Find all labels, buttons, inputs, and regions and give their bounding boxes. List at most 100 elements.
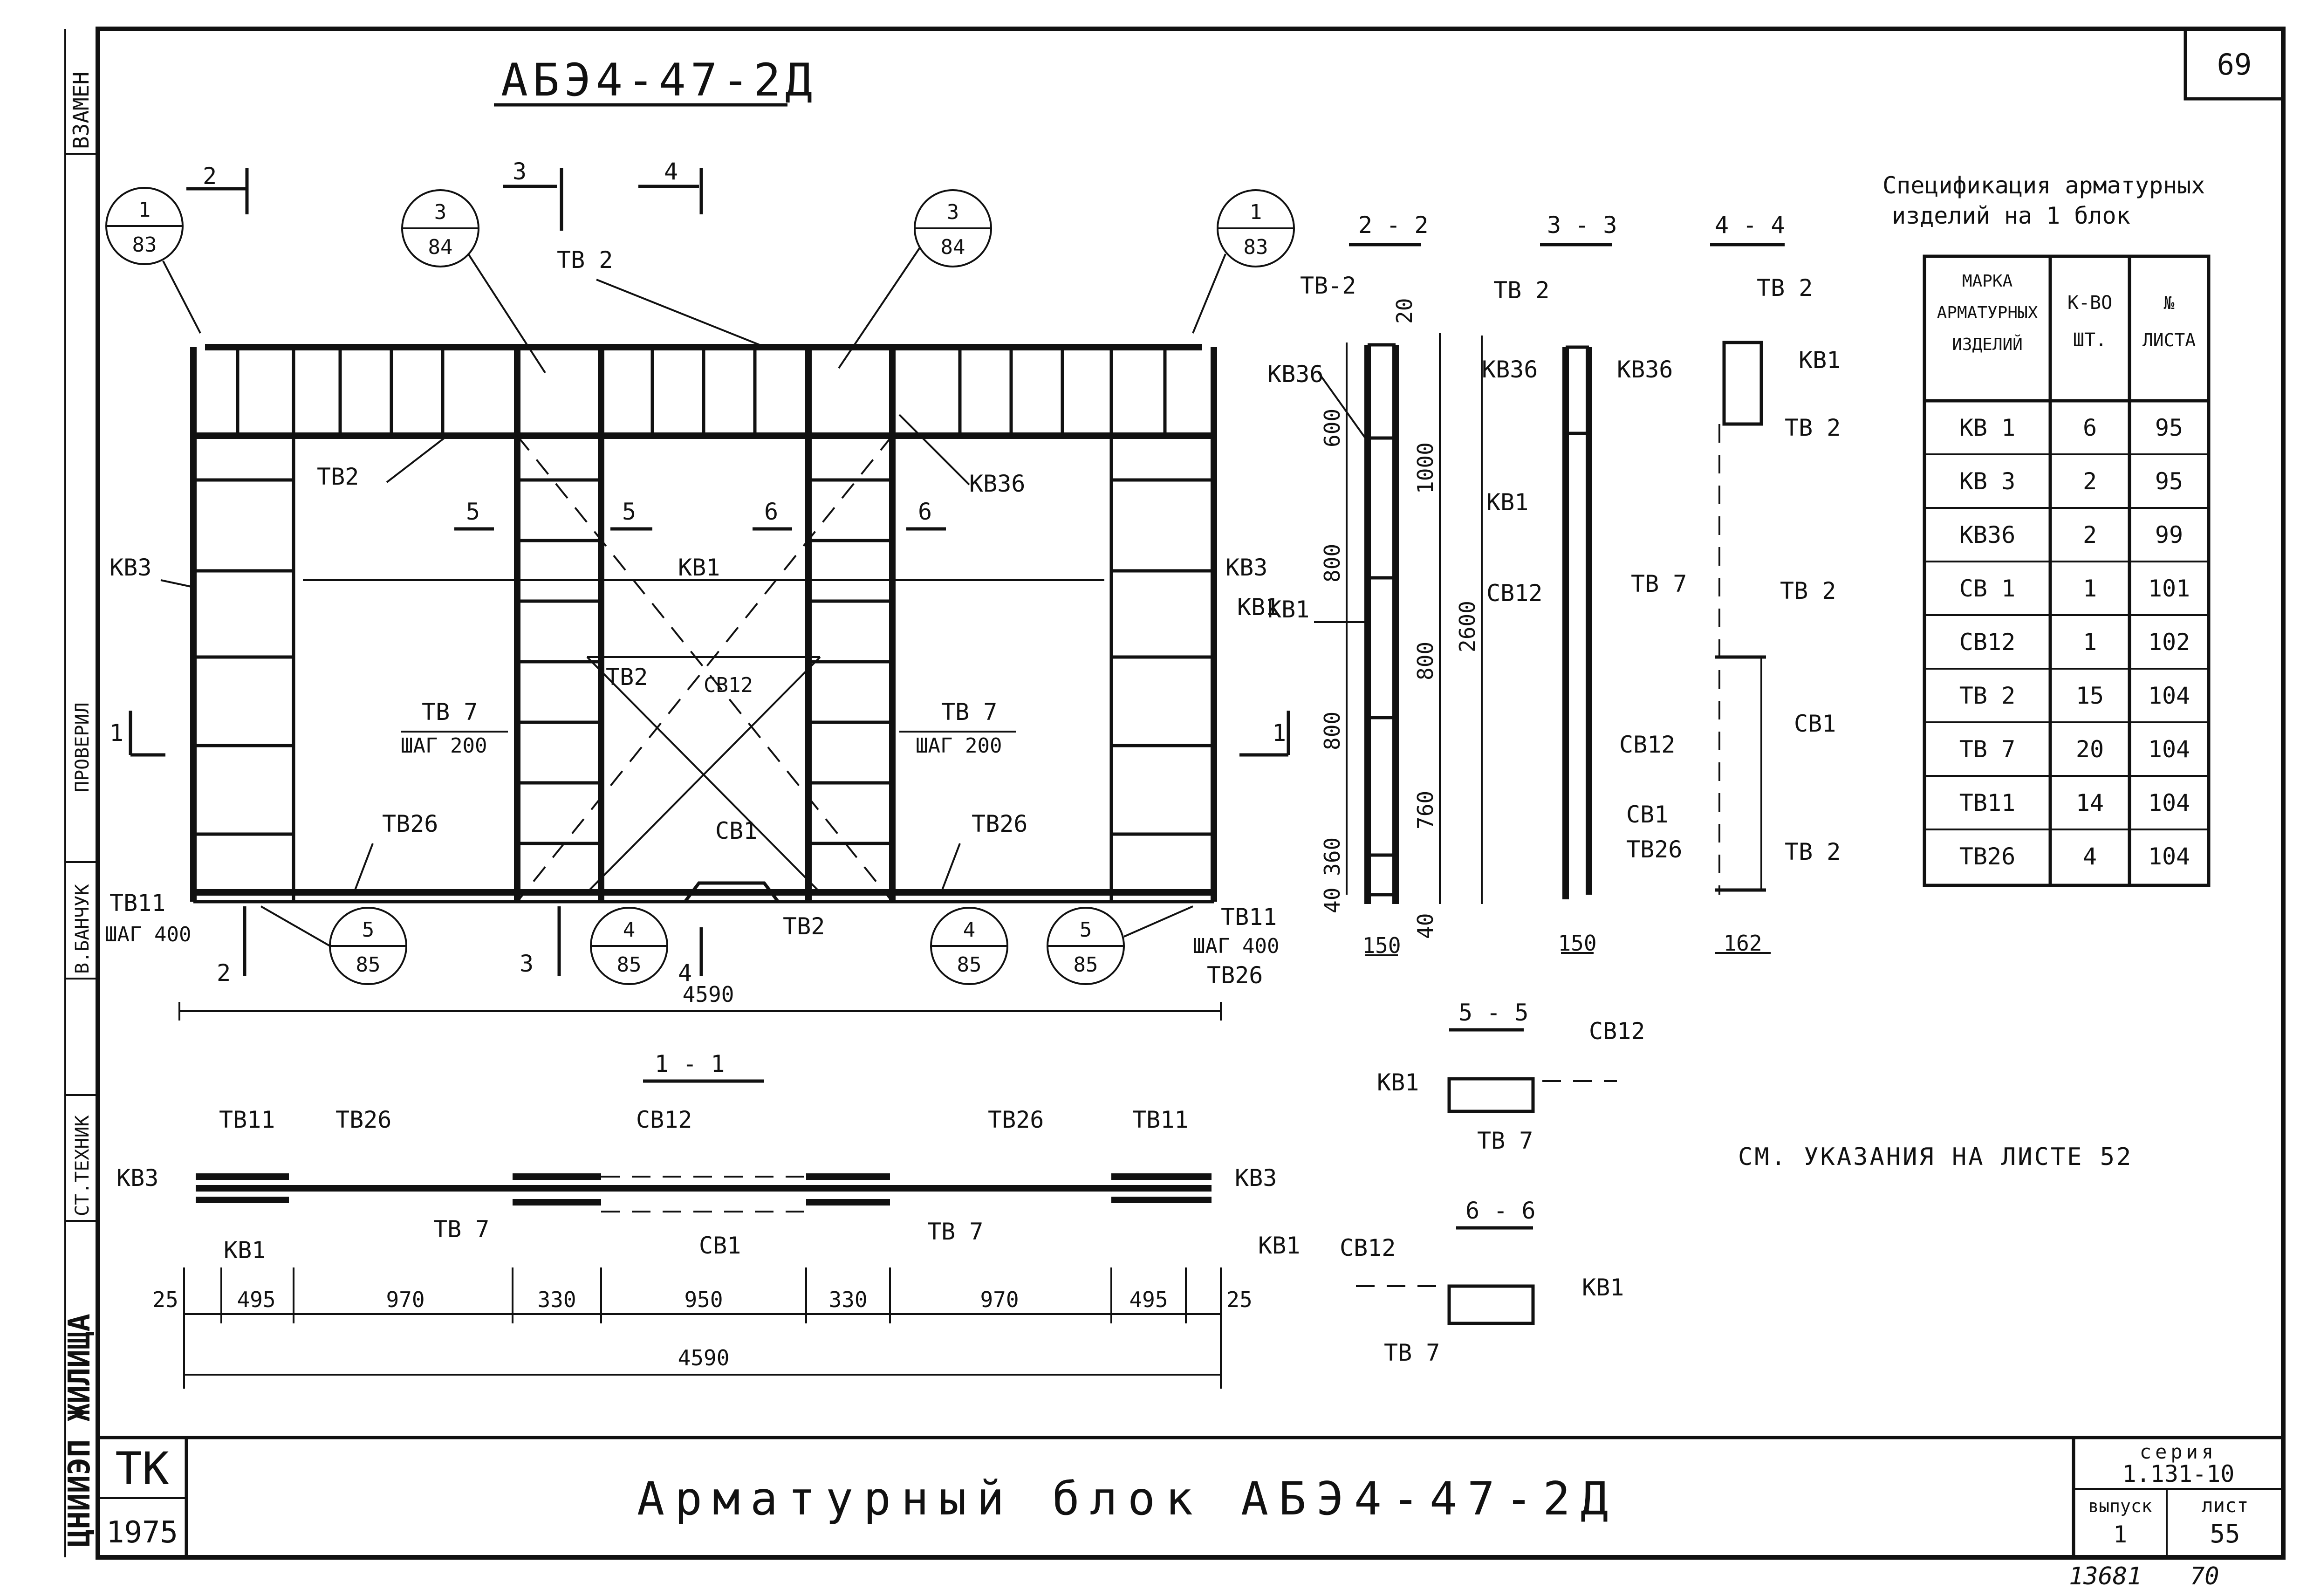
svg-text:99: 99 <box>2155 521 2183 548</box>
label-tv26-right: ТВ26 <box>972 810 1027 837</box>
svg-text:2: 2 <box>2083 468 2097 495</box>
dim-11-330a: 330 <box>537 1287 576 1312</box>
dim-22-40b: 40 <box>1413 913 1438 939</box>
table-row: СВ12 1 102 <box>1959 629 2190 656</box>
label-kv36-22: КВ36 <box>1267 361 1323 388</box>
label-tv2-44c: ТВ 2 <box>1780 577 1836 604</box>
series-label: серия <box>2140 1440 2217 1463</box>
table-row: СВ 1 1 101 <box>1959 575 2190 602</box>
spec-title-line2: изделий на 1 блок <box>1892 202 2130 229</box>
svg-text:4: 4 <box>963 918 976 942</box>
callout-bubble: 1 83 <box>1192 189 1295 334</box>
label-step400-right: ШАГ 400 <box>1193 934 1279 958</box>
table-row: КВ 1 6 95 <box>1959 414 2183 441</box>
label-kv1-11a: КВ1 <box>224 1237 266 1264</box>
dim-33-150: 150 <box>1558 931 1596 956</box>
label-tv2-44d: ТВ 2 <box>1785 838 1841 865</box>
svg-text:ТВ 2: ТВ 2 <box>1959 682 2015 709</box>
hand-number-a: 13681 <box>2069 1562 2142 1590</box>
svg-text:104: 104 <box>2148 789 2190 816</box>
sheet-number: 69 <box>2217 48 2252 82</box>
svg-text:СВ 1: СВ 1 <box>1959 575 2015 602</box>
cut-mark-2-top: 2 <box>203 163 217 190</box>
label-cb1-elev: СВ1 <box>715 817 757 844</box>
label-kv1-22: КВ1 <box>1267 596 1309 623</box>
dim-22-600: 600 <box>1320 409 1345 447</box>
svg-text:83: 83 <box>132 233 157 257</box>
svg-text:95: 95 <box>2155 468 2183 495</box>
label-tv7-11a: ТВ 7 <box>433 1216 489 1243</box>
year-mark: 1975 <box>106 1515 178 1550</box>
dim-11-970a: 970 <box>386 1287 424 1312</box>
table-row: КВ36 2 99 <box>1959 521 2183 548</box>
dim-44-162: 162 <box>1723 931 1762 956</box>
svg-text:102: 102 <box>2148 629 2190 656</box>
label-tv26-11b: ТВ26 <box>988 1106 1044 1133</box>
main-title: Арматурный блок АБЭ4-47-2Д <box>637 1473 1618 1526</box>
label-cb12-66: СВ12 <box>1340 1234 1396 1261</box>
label-tv7-33: ТВ 7 <box>1631 570 1687 597</box>
label-kv1-mid: КВ1 <box>678 554 720 581</box>
label-tv26-left: ТВ26 <box>382 810 438 837</box>
table-row: ТВ11 14 104 <box>1959 789 2190 816</box>
dim-22-800c: 800 <box>1413 642 1438 680</box>
dim-11-25a: 25 <box>152 1287 178 1312</box>
svg-text:85: 85 <box>957 953 982 977</box>
tk-mark: ТК <box>115 1443 169 1495</box>
label-tv2-33: ТВ 2 <box>1493 277 1549 304</box>
label-kv36-33a: КВ36 <box>1482 356 1538 383</box>
callout-bubble: 4 85 <box>590 907 668 985</box>
left-stamp-column: ВЗАМЕН ПРОВЕРИЛ В.БАНЧУК СТ.ТЕХНИК ЦНИИЭ… <box>62 29 98 1557</box>
dim-22-760: 760 <box>1413 791 1438 829</box>
label-kv3-11a: КВ3 <box>116 1164 158 1192</box>
stamp-vzamen: ВЗАМЕН <box>68 72 94 149</box>
svg-text:5: 5 <box>362 918 375 942</box>
svg-text:84: 84 <box>941 235 965 259</box>
section-6-6-title: 6 - 6 <box>1465 1197 1536 1224</box>
dim-22-800b: 800 <box>1320 712 1345 750</box>
label-cb12-55: СВ12 <box>1589 1018 1645 1045</box>
cut-mark-6b: 6 <box>918 498 932 525</box>
svg-text:83: 83 <box>1244 235 1268 259</box>
spec-header-sheet: № ЛИСТА <box>2142 293 2196 350</box>
svg-text:ТВ 7: ТВ 7 <box>1959 736 2015 763</box>
svg-text:1: 1 <box>2083 575 2097 602</box>
svg-text:КВ 3: КВ 3 <box>1959 468 2015 495</box>
svg-text:104: 104 <box>2148 682 2190 709</box>
label-tv2-bottom: ТВ2 <box>783 913 825 940</box>
label-tv2-44a: ТВ 2 <box>1757 274 1813 301</box>
label-kv3-right: КВ3 <box>1225 554 1267 581</box>
label-tv7-right: ТВ 7 <box>941 699 997 726</box>
label-kv1-11b: КВ1 <box>1258 1232 1300 1259</box>
cut-mark-1-right: 1 <box>1272 719 1286 747</box>
section-6-6: 6 - 6 СВ12 КВ1 ТВ 7 <box>1340 1197 1624 1366</box>
svg-text:4: 4 <box>2083 843 2097 870</box>
dim-overall-elevation: 4590 <box>683 982 734 1007</box>
label-kv1-right: КВ1 <box>1237 594 1279 621</box>
callout-bubble: 4 85 <box>930 907 1008 985</box>
label-cb12-33b: СВ12 <box>1619 731 1675 758</box>
cut-mark-3-bottom: 3 <box>520 950 534 977</box>
dim-22-40: 40 <box>1320 888 1345 913</box>
svg-text:ТВ11: ТВ11 <box>1959 789 2015 816</box>
label-cb1-33: СВ1 <box>1626 801 1668 828</box>
dim-22-1000: 1000 <box>1413 442 1438 494</box>
callout-bubble: 3 84 <box>401 189 546 374</box>
label-tv7-11b: ТВ 7 <box>927 1218 983 1245</box>
drawing-title: АБЭ4-47-2Д <box>501 54 817 106</box>
svg-text:84: 84 <box>428 235 453 259</box>
cut-mark-4-bottom: 4 <box>678 959 692 986</box>
label-kv3-left: КВ3 <box>110 554 151 581</box>
label-step400-left: ШАГ 400 <box>105 923 191 946</box>
label-tv26-11a: ТВ26 <box>335 1106 391 1133</box>
svg-text:6: 6 <box>2083 414 2097 441</box>
section-4-4: 4 - 4 162 ТВ 2 КВ1 ТВ 2 ТВ 2 СВ1 ТВ 2 <box>1710 212 1841 956</box>
dim-11-970b: 970 <box>980 1287 1019 1312</box>
svg-text:14: 14 <box>2076 789 2104 816</box>
label-cb12-elev: СВ12 <box>704 673 753 697</box>
cut-mark-6a: 6 <box>764 498 778 525</box>
issue-label: выпуск <box>2088 1496 2152 1516</box>
stamp-name: В.БАНЧУК <box>72 884 93 974</box>
label-tv11-11b: ТВ11 <box>1132 1106 1188 1133</box>
